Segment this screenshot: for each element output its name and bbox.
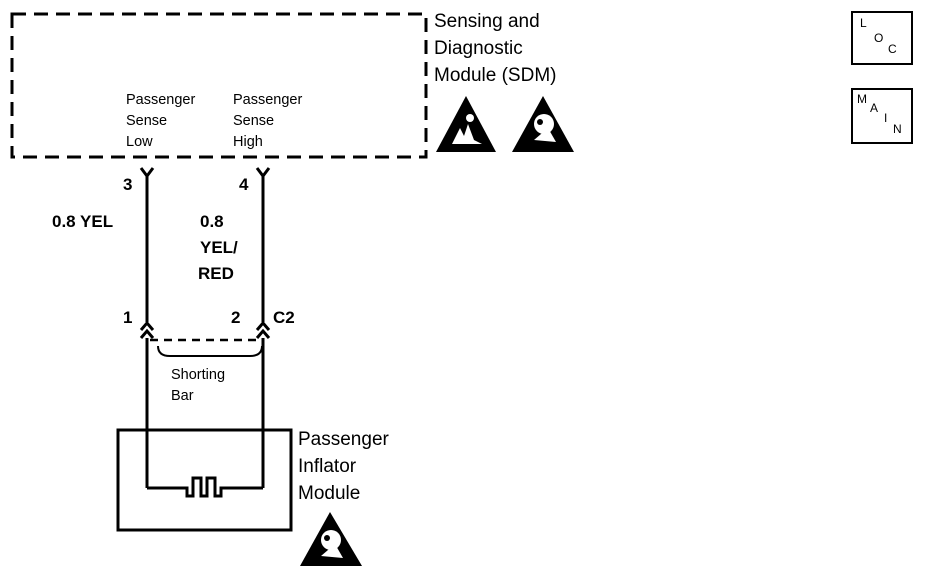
wire-high-color-line3: RED: [198, 264, 234, 283]
loc-letter-l: L: [860, 16, 867, 30]
terminal-low-line3: Low: [126, 134, 153, 150]
terminal-low-line1: Passenger: [126, 92, 196, 108]
esd-warning-icon: [436, 96, 496, 152]
main-letter-n: N: [893, 122, 902, 136]
loc-letter-c: C: [888, 42, 897, 56]
pin-4: 4: [239, 175, 249, 194]
main-letter-i: I: [884, 111, 888, 125]
main-letter-m: M: [857, 92, 867, 106]
wire-high: [255, 167, 271, 488]
terminal-high-line2: Sense: [233, 113, 275, 129]
wire-high-color-line2: YEL/: [200, 238, 238, 257]
pin-2: 2: [231, 308, 241, 327]
wire-high-color-line1: 0.8: [200, 212, 224, 231]
terminal-low-line2: Sense: [126, 113, 168, 129]
inflator-airbag-warning-icon: [300, 512, 362, 566]
shorting-bar-line1: Shorting: [171, 367, 226, 383]
connector-c2: C2: [273, 308, 295, 327]
wire-low-color: 0.8 YEL: [52, 212, 114, 231]
inflator-title-line1: Passenger: [298, 429, 389, 450]
wire-low: [139, 167, 155, 488]
main-letter-a: A: [870, 101, 879, 115]
terminal-high-line3: High: [233, 134, 263, 150]
sdm-title-line1: Sensing and: [434, 11, 540, 32]
shorting-bar-bracket: [157, 345, 263, 357]
inflator-box: [116, 428, 293, 532]
sdm-title-line3: Module (SDM): [434, 65, 557, 86]
terminal-high-line1: Passenger: [233, 92, 303, 108]
squib-element: [147, 476, 263, 498]
pin-1: 1: [123, 308, 133, 327]
loc-letter-o: O: [874, 31, 884, 45]
loc-button[interactable]: L O C: [851, 11, 913, 65]
airbag-warning-icon: [512, 96, 574, 152]
sdm-box: [10, 12, 428, 159]
sdm-title-line2: Diagnostic: [434, 38, 523, 59]
pin-3: 3: [123, 175, 133, 194]
main-button[interactable]: M A I N: [851, 88, 913, 144]
inflator-title-line2: Inflator: [298, 456, 357, 477]
inflator-title-line3: Module: [298, 483, 361, 504]
shorting-bar-line2: Bar: [171, 388, 194, 404]
